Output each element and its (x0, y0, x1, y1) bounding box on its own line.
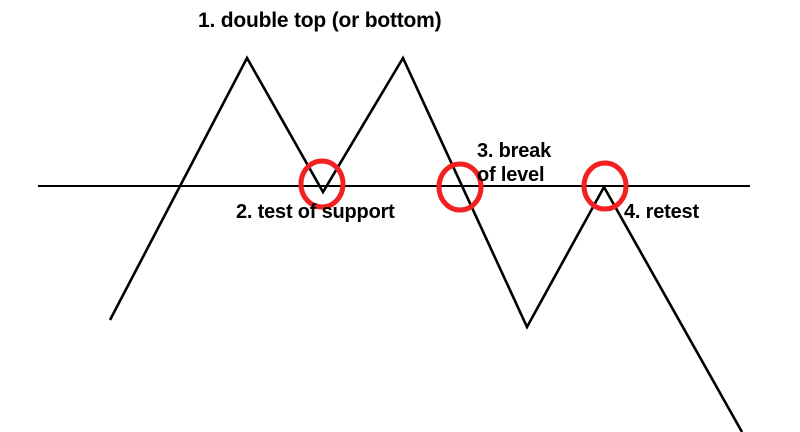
annotation-label-double-top: 1. double top (or bottom) (198, 9, 442, 32)
price-path-line (108, 55, 744, 432)
retest-circle-marker (581, 160, 629, 212)
break-of-level-line1: 3. break (477, 140, 552, 162)
annotation-label-retest: 4. retest (624, 201, 699, 223)
annotation-label-test-of-support: 2. test of support (236, 201, 395, 223)
break-of-level-circle-marker (436, 161, 484, 213)
test-of-support-circle-marker (298, 158, 346, 210)
break-of-level-line2: of level (477, 163, 545, 186)
